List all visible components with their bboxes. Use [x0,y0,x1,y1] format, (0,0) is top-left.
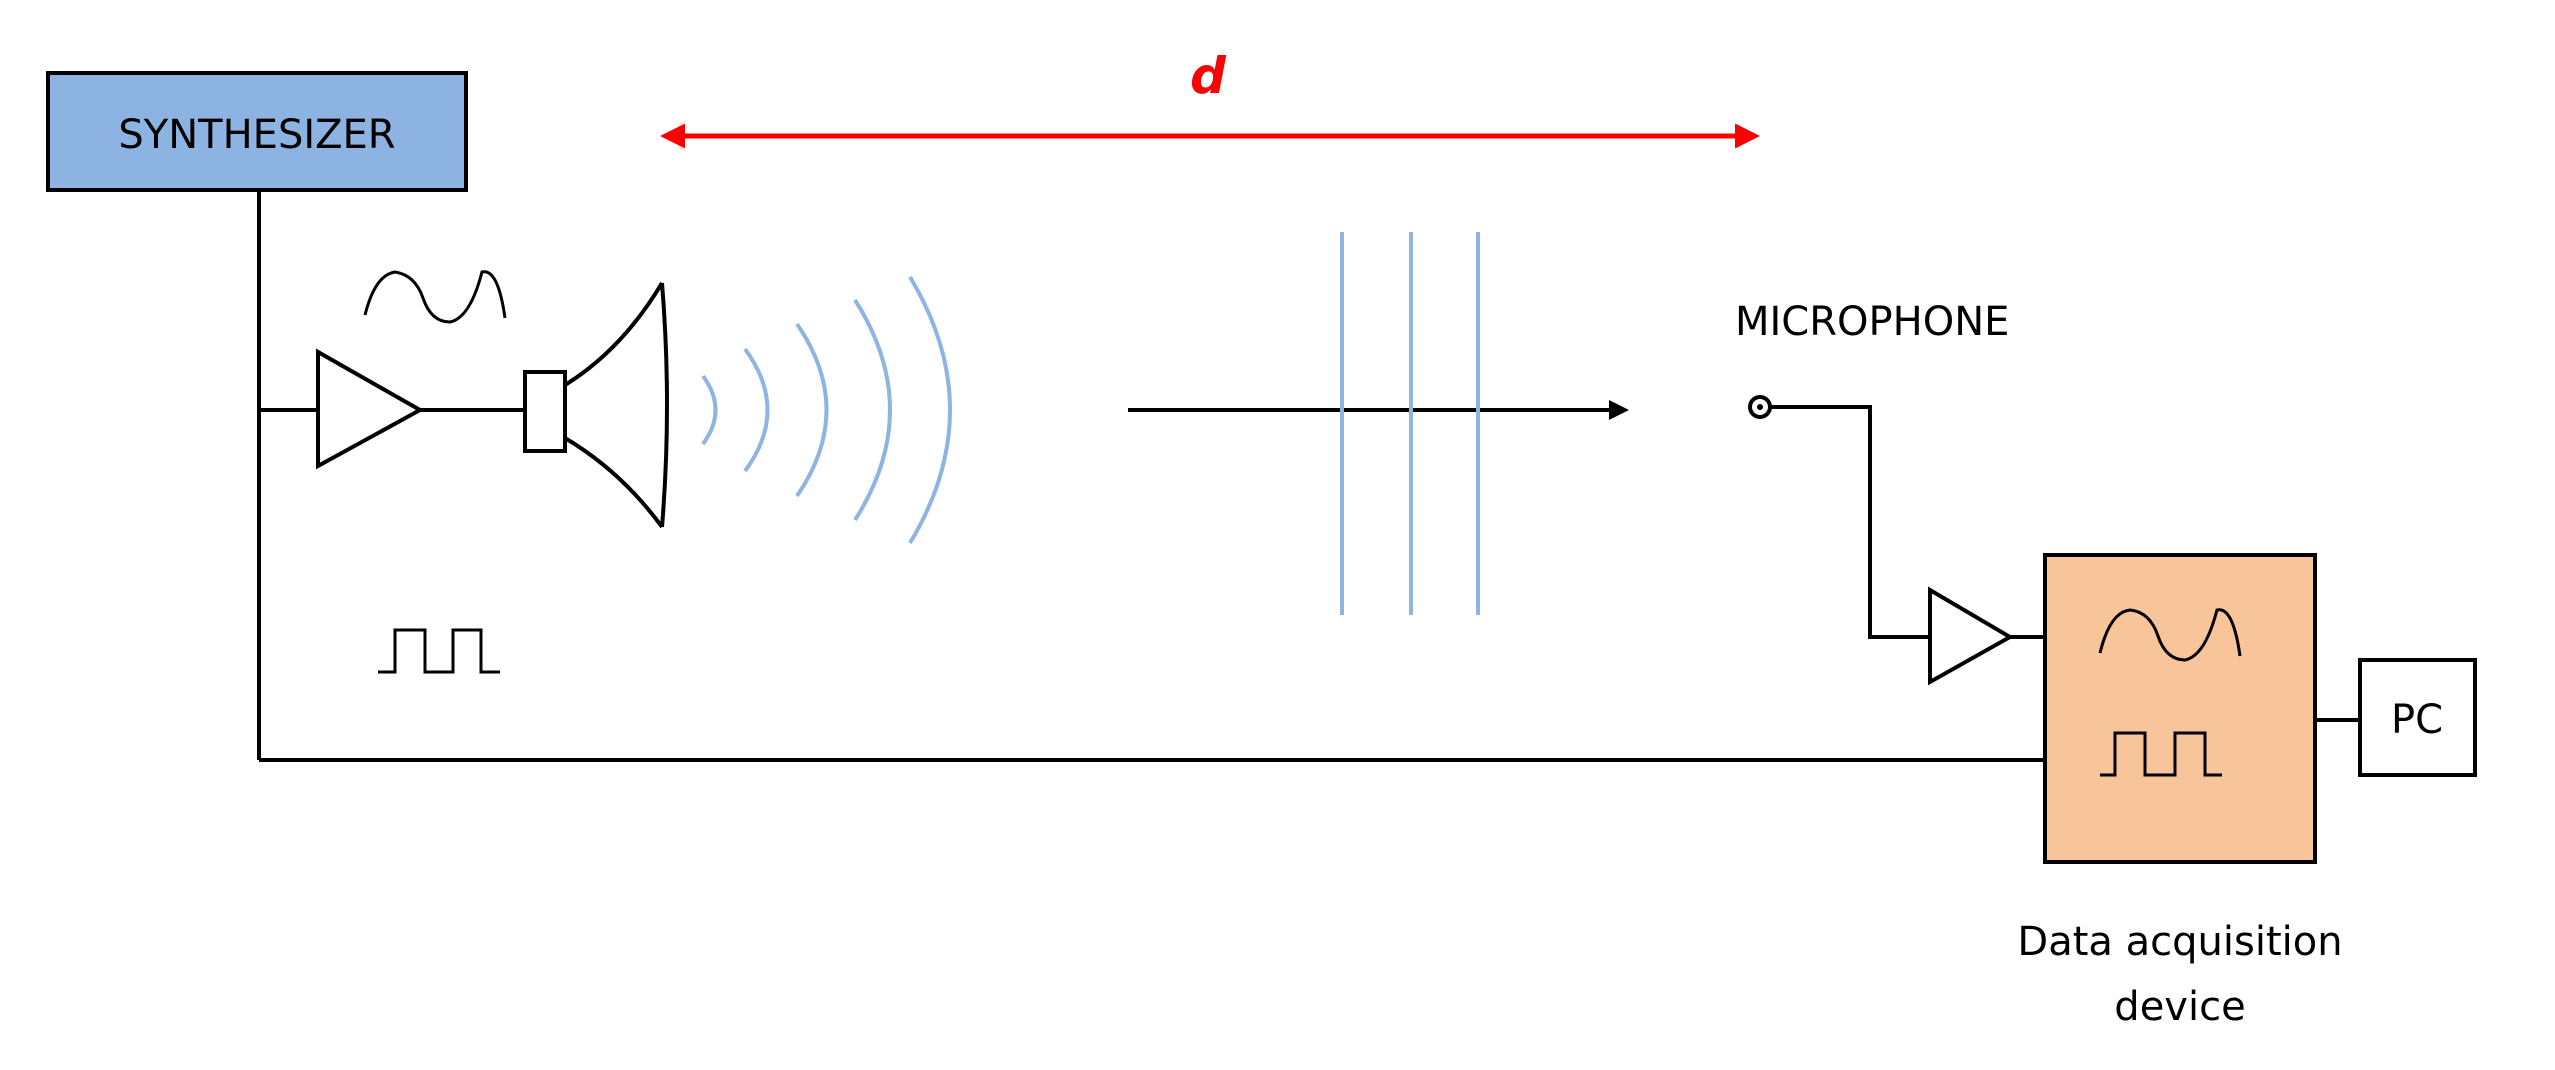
distance-indicator: d [660,47,1760,149]
daq-block: Data acquisition device [2017,553,2343,1030]
synthesizer-wiring [257,190,2045,762]
sound-wave-arc [743,347,770,473]
sound-wave-arc [795,322,829,498]
sound-waves [701,275,952,545]
microphone-block: MICROPHONE [1735,299,2009,639]
synthesizer-block: SYNTHESIZER [46,71,468,192]
mic-to-amp-wire [1770,405,1930,639]
plane-wavefronts [1340,232,1480,615]
square-wave-icon [378,628,500,674]
synthesizer-label: SYNTHESIZER [118,112,395,158]
speaker-horn-bottom [563,436,664,529]
speaker-driver [523,370,567,453]
microphone-icon-center [1757,404,1763,410]
daq-label-line1: Data acquisition [2017,919,2342,965]
pc-label: PC [2391,697,2443,743]
pc-box [2358,658,2477,777]
microphone-label: MICROPHONE [1735,299,2009,345]
transmit-amplifier-icon [316,348,425,470]
receive-amplifier-icon [1928,586,2015,686]
synthesizer-box [46,71,468,192]
sound-wave-arc [908,275,952,545]
pc-block: PC [2315,658,2477,777]
sound-wave-arc [853,298,892,522]
daq-box [2043,553,2317,864]
sine-wave-icon [363,270,507,324]
distance-label: d [1190,47,1227,105]
loudspeaker-icon [523,281,669,529]
sound-wave-arc [701,374,718,446]
daq-label-line2: device [2114,984,2245,1030]
speaker-mouth [660,282,669,528]
speaker-horn-top [563,281,664,387]
daq-sine-wave-icon [2098,608,2242,662]
daq-square-wave-icon [2100,731,2222,777]
